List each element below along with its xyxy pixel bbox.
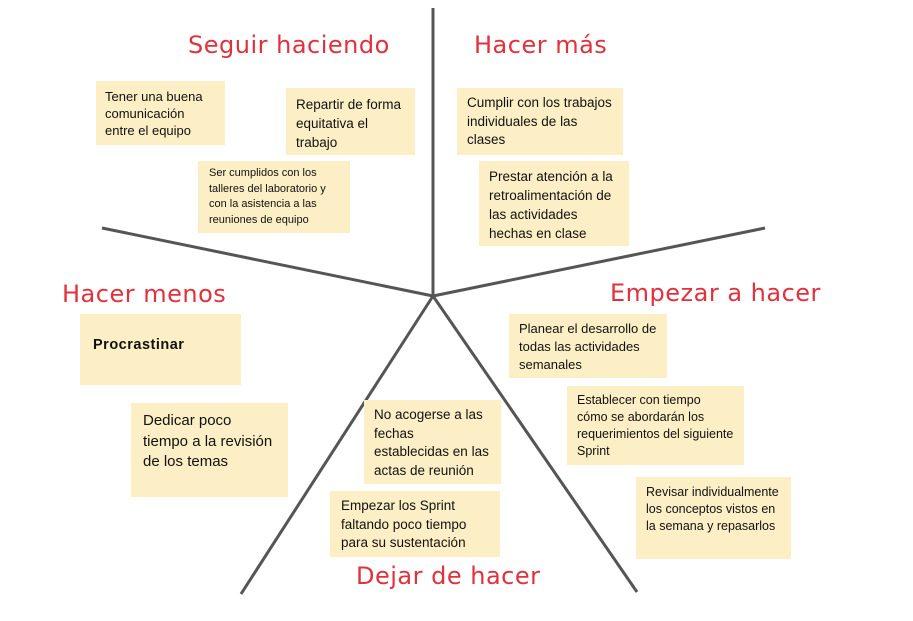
sticky-note: No acogerse a las fechas establecidas en… [364, 400, 501, 484]
sticky-note: Repartir de forma equitativa el trabajo [286, 88, 415, 155]
divider-left [101, 226, 434, 298]
note-text: Revisar individualmente los conceptos vi… [646, 485, 779, 533]
note-text: Dedicar poco tiempo a la revisión de los… [143, 412, 273, 470]
sticky-note: Dedicar poco tiempo a la revisión de los… [131, 403, 288, 497]
note-text: Procrastinar [93, 337, 185, 353]
sticky-note: Cumplir con los trabajos individuales de… [457, 88, 623, 155]
sticky-note: Tener una buena comunicación entre el eq… [96, 81, 225, 145]
sticky-note: Establecer con tiempo cómo se abordarán … [567, 386, 744, 465]
sticky-note: Ser cumplidos con los talleres del labor… [198, 161, 350, 233]
sticky-note: Procrastinar [80, 314, 241, 385]
sticky-note: Revisar individualmente los conceptos vi… [636, 477, 791, 559]
heading-dejar-de-hacer: Dejar de hacer [356, 562, 541, 590]
note-text: Cumplir con los trabajos individuales de… [467, 95, 612, 147]
note-text: Repartir de forma equitativa el trabajo [296, 97, 402, 150]
heading-seguir-haciendo: Seguir haciendo [188, 31, 390, 59]
heading-empezar-a-hacer: Empezar a hacer [610, 279, 821, 307]
divider-bottom-right [431, 295, 639, 593]
note-text: Tener una buena comunicación entre el eq… [105, 89, 203, 138]
heading-hacer-mas: Hacer más [474, 31, 608, 59]
sticky-note: Empezar los Sprint faltando poco tiempo … [330, 491, 500, 557]
note-text: Empezar los Sprint faltando poco tiempo … [341, 498, 467, 550]
divider-right [432, 226, 766, 298]
note-text: Ser cumplidos con los talleres del labor… [209, 167, 326, 226]
note-text: Planear el desarrollo de todas las activ… [519, 321, 657, 372]
note-text: Prestar atención a la retroalimentación … [489, 169, 613, 241]
divider-bottom-left [239, 295, 435, 595]
note-text: No acogerse a las fechas establecidas en… [374, 407, 489, 478]
sticky-note: Prestar atención a la retroalimentación … [479, 161, 629, 246]
sticky-note: Planear el desarrollo de todas las activ… [509, 314, 667, 378]
heading-hacer-menos: Hacer menos [62, 280, 227, 308]
note-text: Establecer con tiempo cómo se abordarán … [577, 393, 734, 458]
